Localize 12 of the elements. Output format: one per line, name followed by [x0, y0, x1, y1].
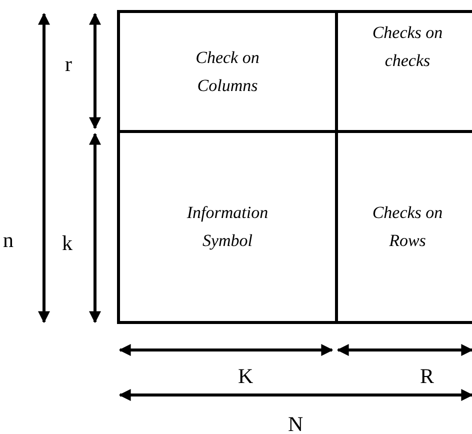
cell-text: Checks on checks	[371, 22, 444, 72]
cell-text: Check on Columns	[194, 46, 260, 96]
dimension-label: N	[288, 414, 304, 434]
dimension-label: R	[420, 366, 434, 387]
dimension-label: k	[62, 233, 72, 254]
cell-text: Information Symbol	[186, 202, 270, 252]
dimension-label: K	[238, 366, 254, 387]
cell-text: Checks on Rows	[371, 202, 444, 252]
dimension-label: n	[3, 230, 14, 251]
table-cell	[120, 13, 338, 133]
grid-frame	[117, 10, 472, 324]
dimension-label: r	[65, 54, 72, 75]
